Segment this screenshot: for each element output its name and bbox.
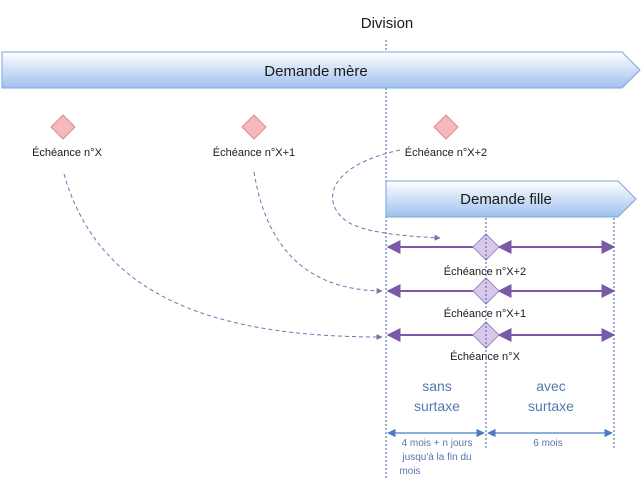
child-timeline-x1: Échéance n°X+1 [386, 277, 616, 320]
region-left-line2: surtaxe [414, 398, 460, 414]
mapping-curve-x [63, 173, 383, 340]
mapping-curve-x1 [253, 171, 383, 294]
duration-left-line2: jusqu'à la fin du [401, 452, 471, 463]
division-label: Division [361, 15, 414, 32]
mother-milestone-label: Échéance n°X+2 [405, 146, 487, 159]
mother-request-arrow: Demande mère [1, 51, 641, 89]
region-left-line1: sans [422, 378, 452, 394]
mother-milestone-label: Échéance n°X+1 [213, 146, 295, 159]
mother-milestone-x1: Échéance n°X+1 [213, 114, 295, 159]
mother-milestone-diamond [241, 114, 267, 140]
duration-left-line1: 4 mois + n jours [402, 438, 473, 449]
mother-request-label: Demande mère [264, 63, 367, 80]
child-request-arrow: Demande fille [385, 180, 637, 218]
mother-milestone-x2: Échéance n°X+2 [405, 114, 487, 159]
child-milestone-label: Échéance n°X [450, 350, 520, 363]
mother-milestone-label: Échéance n°X [32, 146, 102, 159]
mother-milestone-x: Échéance n°X [32, 114, 103, 159]
child-milestone-label: Échéance n°X+2 [444, 265, 526, 278]
child-timeline-x2: Échéance n°X+2 [386, 233, 616, 278]
mapping-curve-x2 [332, 149, 441, 241]
child-timeline-x: Échéance n°X [386, 321, 616, 363]
child-request-label: Demande fille [460, 191, 552, 208]
region-right-line1: avec [536, 378, 566, 394]
duration-left-line3: mois [399, 466, 420, 477]
region-right-line2: surtaxe [528, 398, 574, 414]
mother-milestone-diamond [50, 114, 76, 140]
mother-milestone-diamond [433, 114, 459, 140]
child-milestone-label: Échéance n°X+1 [444, 307, 526, 320]
duration-right-line1: 6 mois [533, 438, 562, 449]
